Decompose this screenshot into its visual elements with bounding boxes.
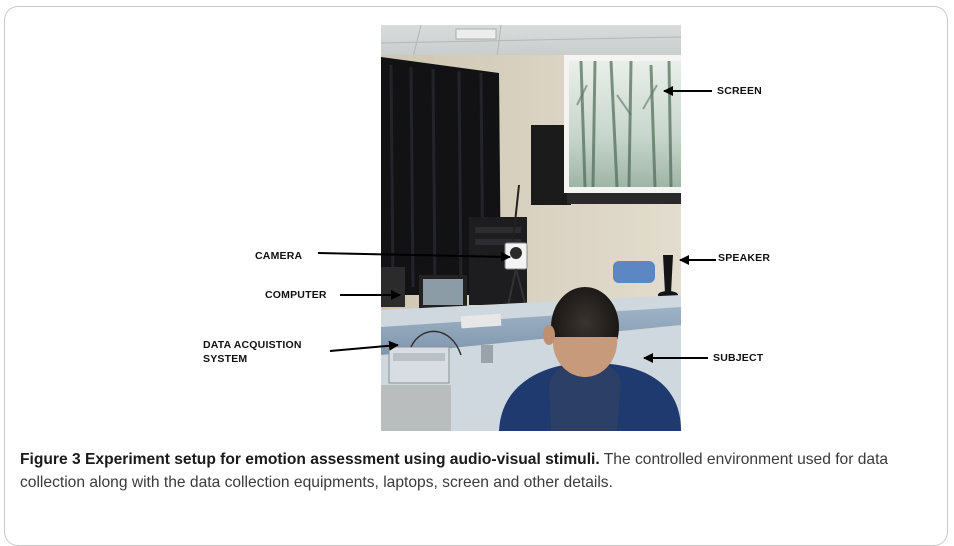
- figure: SCREEN CAMERA SPEAKER COMPUTER DATA ACQU…: [203, 25, 771, 431]
- label-subject: SUBJECT: [713, 352, 764, 364]
- caption-text: The controlled environment used for data…: [20, 451, 889, 491]
- label-daq-line1: DATA ACQUISTION: [203, 339, 302, 351]
- experiment-photo: [381, 25, 681, 431]
- annotation-arrows: [317, 86, 716, 363]
- label-daq-line2: SYSTEM: [203, 353, 248, 365]
- label-speaker: SPEAKER: [718, 252, 771, 264]
- caption-number: Figure 3: [20, 451, 81, 468]
- daq-arrow: [329, 340, 399, 352]
- label-screen: SCREEN: [717, 85, 762, 97]
- label-camera: CAMERA: [255, 250, 303, 262]
- label-computer: COMPUTER: [265, 289, 327, 301]
- figure-caption: Figure 3 Experiment setup for emotion as…: [20, 449, 920, 494]
- camera-arrow: [317, 251, 511, 262]
- caption-title: Experiment setup for emotion assessment …: [85, 451, 600, 468]
